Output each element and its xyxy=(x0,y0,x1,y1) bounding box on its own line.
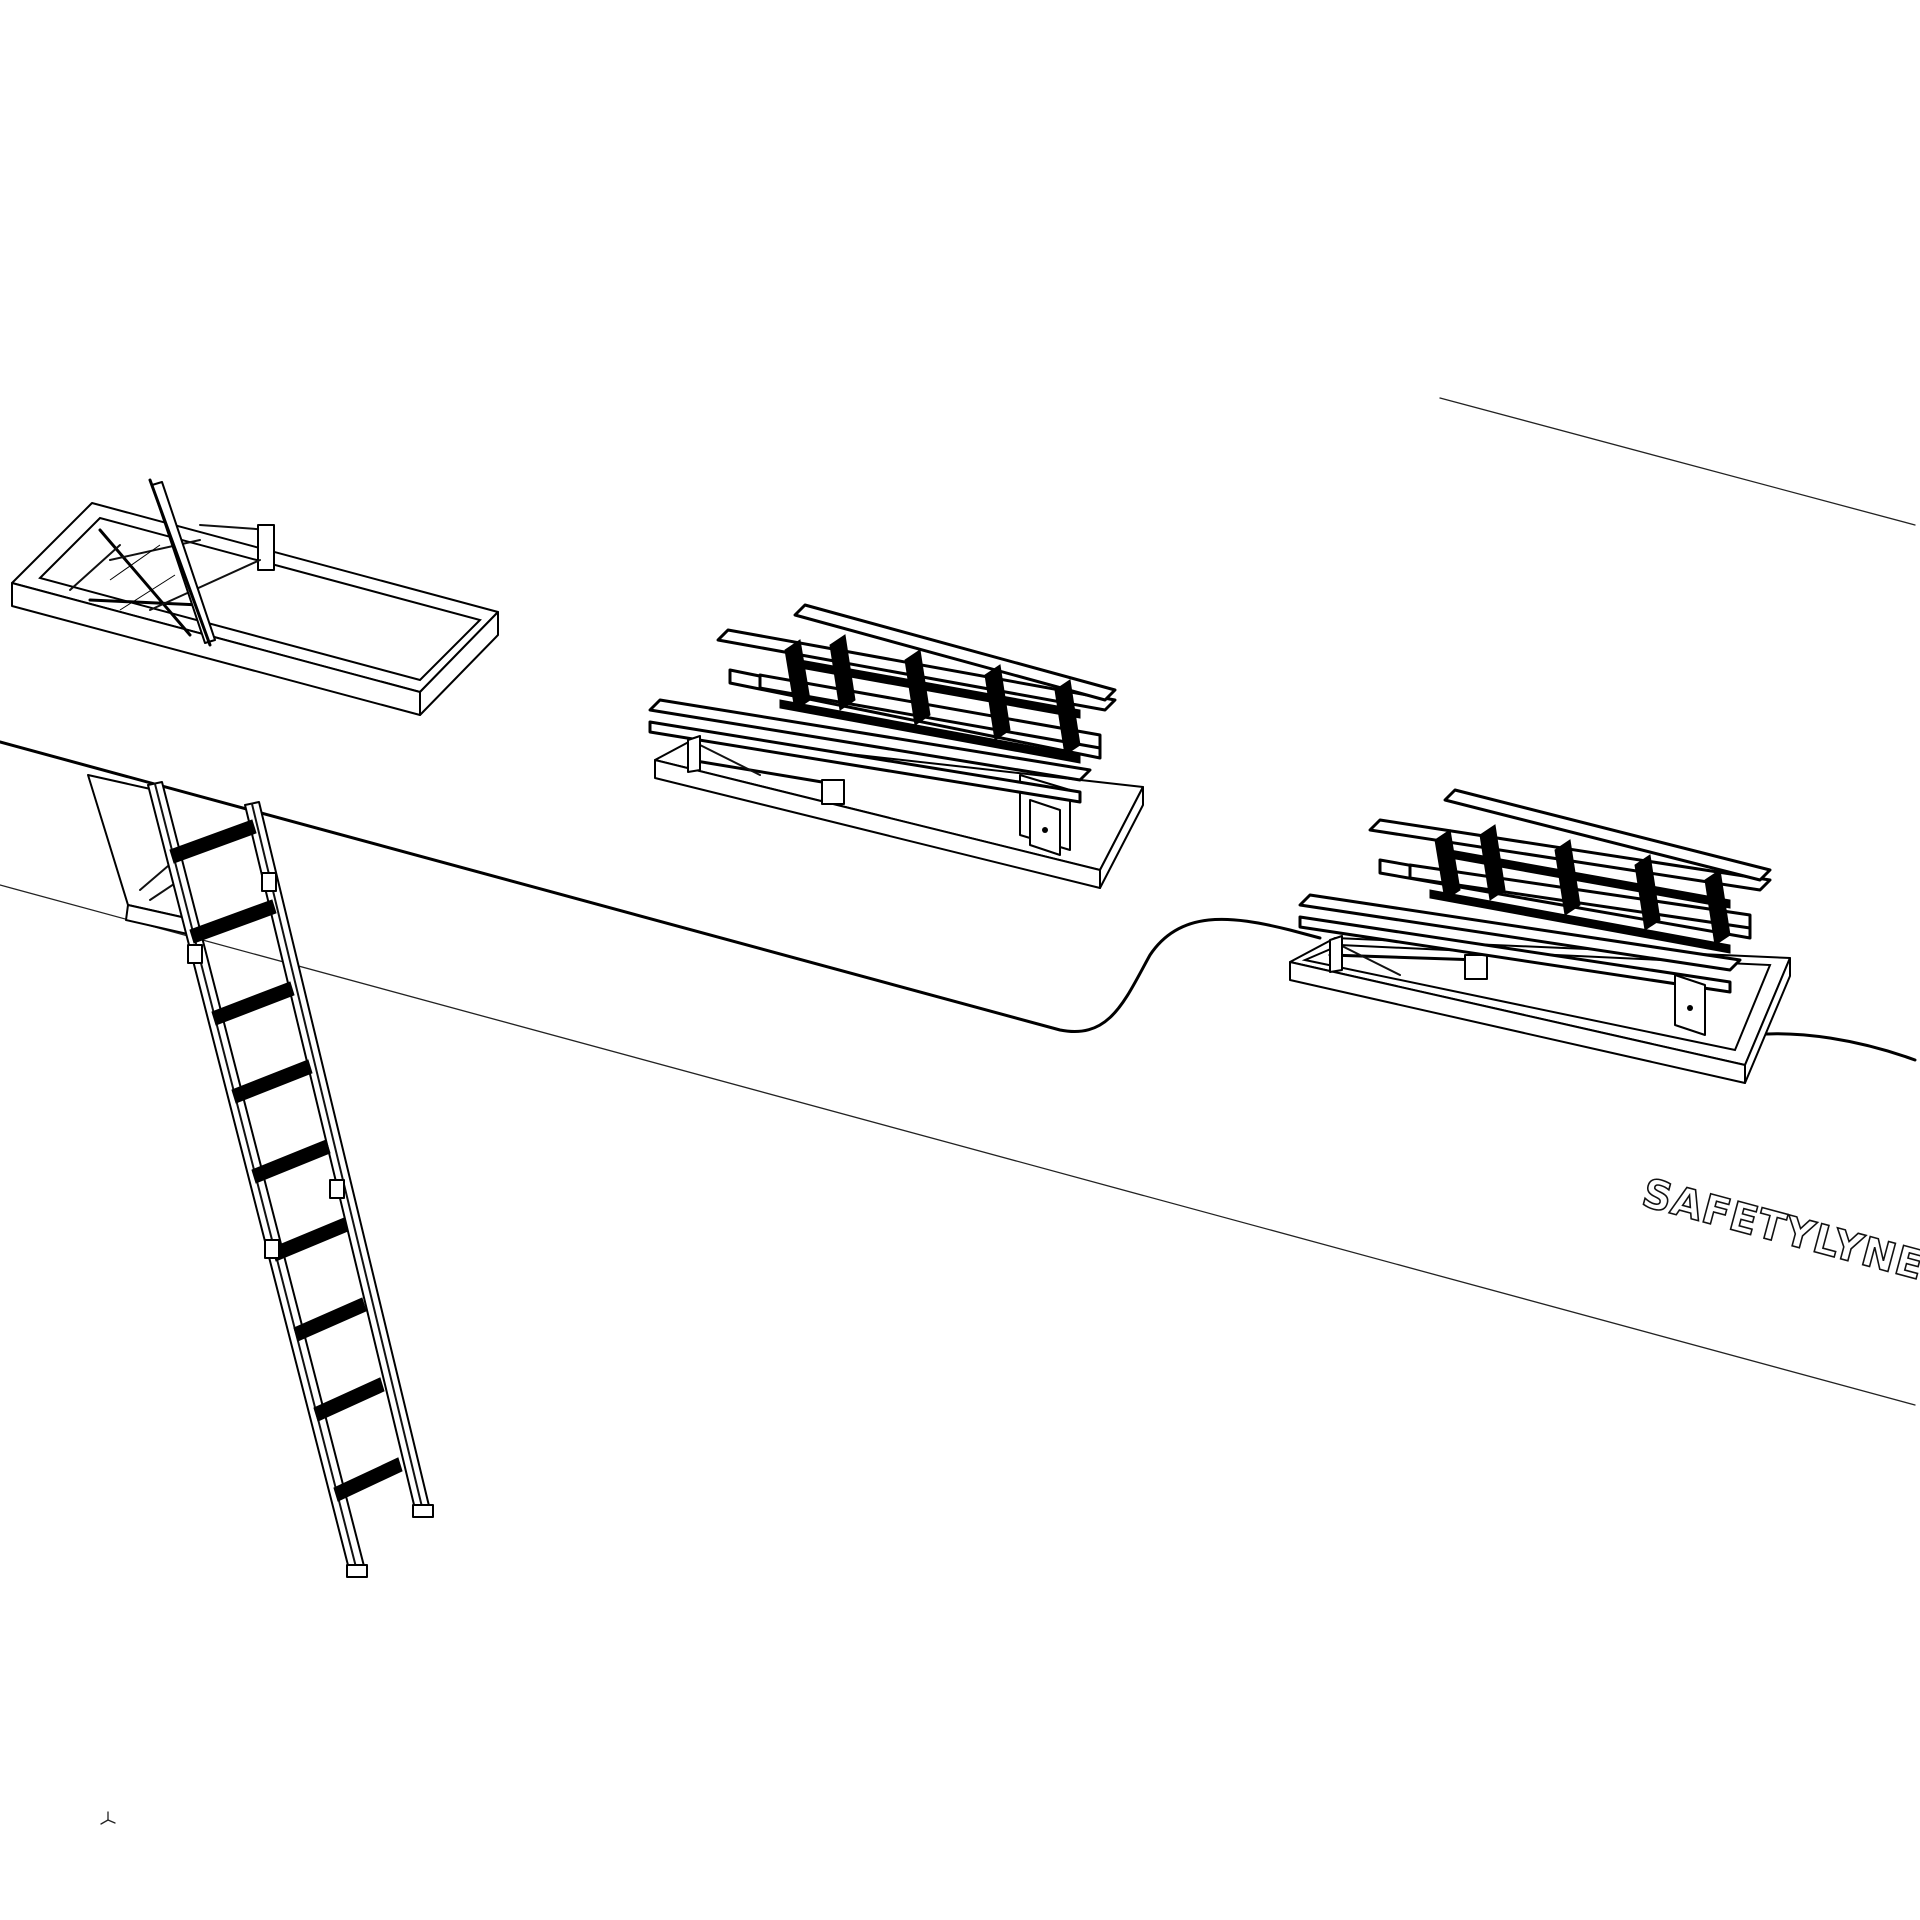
ladder-foot-left xyxy=(346,1564,368,1578)
stowed-loft-ladder-unit-1 xyxy=(648,603,1144,889)
hatch-mechanism xyxy=(69,524,275,637)
unit-base-side xyxy=(1099,786,1144,889)
hatch-frame-side xyxy=(419,611,499,716)
ladder-foot-right xyxy=(412,1504,434,1518)
stacked-ladder-sections xyxy=(1298,788,1772,994)
hatch-opening xyxy=(38,516,482,682)
ceiling-section-edge xyxy=(0,740,1917,1062)
stacked-ladder-sections xyxy=(648,603,1117,804)
ceiling-lines xyxy=(0,397,1917,1406)
ceiling-front-edge xyxy=(0,884,1916,1406)
ladder-joint xyxy=(261,872,277,892)
axis-triad-icon xyxy=(100,1811,116,1825)
ladder-joint xyxy=(264,1239,280,1259)
stowed-loft-ladder-unit-2 xyxy=(1289,788,1791,1084)
ceiling-back-edge xyxy=(1439,397,1916,526)
ladder-top-section xyxy=(109,478,216,647)
unit-base-side xyxy=(1744,957,1791,1084)
ladder-joint xyxy=(187,944,203,964)
ladder-joint xyxy=(329,1179,345,1199)
ladder-rungs xyxy=(169,819,403,1502)
brand-logo-text: SAFETYLYNE xyxy=(1637,1170,1920,1289)
open-loft-hatch xyxy=(11,478,499,936)
extended-ladder xyxy=(147,781,434,1578)
